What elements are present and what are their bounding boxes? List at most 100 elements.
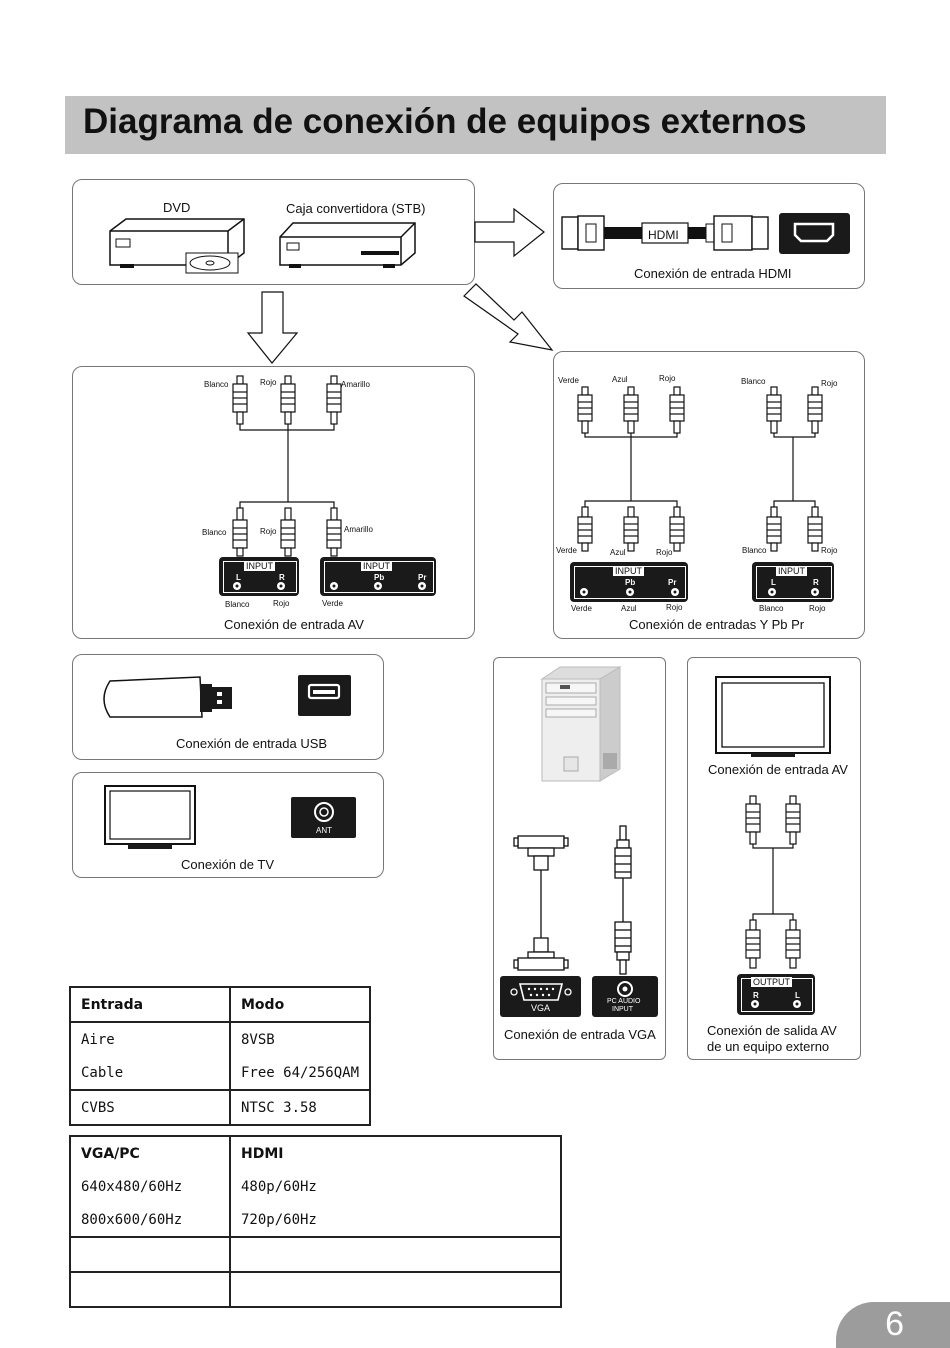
table-row [69, 1236, 562, 1273]
ypbpr-jack-r-label: R [813, 578, 819, 587]
dvd-label: DVD [163, 200, 191, 215]
ypbpr-under-red: Rojo [666, 603, 683, 612]
ypbpr-bottom-label-blue: Azul [610, 548, 626, 557]
stb-label: Caja convertidora (STB) [286, 201, 426, 216]
av-jack-r-label: R [279, 573, 285, 582]
ypbpr-top-label-blue: Azul [612, 375, 628, 384]
ypbpr-cable-diagram [577, 386, 823, 552]
av-under-label-green: Verde [322, 599, 343, 608]
av-under-label-red: Rojo [273, 599, 290, 608]
tv-caption: Conexión de TV [181, 857, 274, 872]
av-bottom-label-white: Blanco [202, 528, 227, 537]
hdmi-caption: Conexión de entrada HDMI [634, 266, 792, 281]
av-jacks-ypbpr-icon [330, 582, 426, 590]
table-cell: 720p/60Hz [229, 1203, 562, 1238]
pc-audio-port-icon [617, 981, 633, 997]
input-mode-table: Entrada Modo Aire 8VSB Cable Free 64/256… [69, 986, 371, 1126]
set-top-box-icon [279, 222, 416, 268]
av-jack-l-label: L [236, 573, 241, 582]
hdmi-port-icon [779, 213, 850, 254]
monitor-icon [715, 676, 831, 757]
usb-port-icon [298, 675, 351, 716]
vga-cable-icon [513, 835, 569, 971]
ypbpr-under-red-r: Rojo [809, 604, 826, 613]
resolution-table: VGA/PC HDMI 640x480/60Hz 480p/60Hz 800x6… [69, 1135, 562, 1308]
usb-stick-icon [103, 676, 232, 718]
table-cell [229, 1271, 562, 1308]
av-input-lr-label: INPUT [244, 561, 275, 571]
vga-port-panel [500, 976, 581, 1017]
vga-caption: Conexión de entrada VGA [504, 1027, 656, 1042]
ant-label: ANT [316, 826, 332, 835]
ypbpr-top-label-red: Rojo [659, 374, 676, 383]
table-cell: 480p/60Hz [229, 1170, 562, 1203]
pc-audio-label-1: PC AUDIO [607, 998, 641, 1005]
table-row: Cable Free 64/256QAM [69, 1056, 371, 1091]
table-cell: Aire [69, 1021, 231, 1056]
table-cell: NTSC 3.58 [229, 1089, 371, 1126]
ypbpr-under-green: Verde [571, 604, 592, 613]
table-row: CVBS NTSC 3.58 [69, 1089, 371, 1126]
ypbpr-under-white: Blanco [759, 604, 784, 613]
table-cell: 640x480/60Hz [69, 1170, 231, 1203]
tv-icon [104, 785, 196, 849]
av-input-pbpr-label: INPUT [361, 561, 392, 571]
ypbpr-jack-pr-label: Pr [668, 578, 677, 587]
avout-top-caption: Conexión de entrada AV [708, 762, 848, 777]
vga-port-icon [510, 983, 572, 1001]
table-row: 640x480/60Hz 480p/60Hz [69, 1170, 562, 1203]
av-top-label-white: Blanco [204, 380, 229, 389]
table-cell [69, 1236, 231, 1273]
av-caption: Conexión de entrada AV [224, 617, 364, 632]
table-cell: CVBS [69, 1089, 231, 1126]
dvd-player-icon [109, 218, 245, 274]
table-header-row: VGA/PC HDMI [69, 1135, 562, 1170]
ypbpr-jacks-icon [580, 588, 679, 596]
antenna-port-icon [291, 797, 356, 838]
avout-caption-1: Conexión de salida AV [707, 1023, 837, 1038]
table-row [69, 1271, 562, 1308]
ypbpr-bottom-label-white: Blanco [742, 546, 767, 555]
table-header-cell: Modo [229, 986, 371, 1023]
ypbpr-bottom-label-green: Verde [556, 546, 577, 555]
av-bottom-label-yellow: Amarillo [344, 525, 373, 534]
table-cell: Free 64/256QAM [229, 1056, 371, 1091]
ypbpr-under-blue: Azul [621, 604, 637, 613]
avout-jacks-icon [751, 1000, 801, 1008]
page-title: Diagrama de conexión de equipos externos [83, 102, 807, 141]
pc-audio-label-2: INPUT [612, 1006, 633, 1013]
ypbpr-jack-pb-label: Pb [625, 578, 636, 587]
table-cell: 8VSB [229, 1021, 371, 1056]
hdmi-cable-label: HDMI [648, 228, 679, 242]
table-header-cell: Entrada [69, 986, 231, 1023]
av-jack-pb-label: Pb [374, 573, 385, 582]
table-row: 800x600/60Hz 720p/60Hz [69, 1203, 562, 1238]
table-cell: Cable [69, 1056, 231, 1091]
table-cell [69, 1271, 231, 1308]
ypbpr-bottom-label-red-r: Rojo [821, 546, 838, 555]
ypbpr-top-label-red-r: Rojo [821, 379, 838, 388]
av-cable-diagram [232, 375, 342, 557]
av-top-label-red: Rojo [260, 378, 277, 387]
vga-port-label: VGA [531, 1003, 551, 1013]
avout-cable-diagram [745, 795, 801, 969]
hdmi-cable-icon [561, 215, 769, 251]
page-number-tab: 6 [836, 1302, 950, 1348]
avout-output-label: OUTPUT [751, 977, 792, 987]
usb-caption: Conexión de entrada USB [176, 736, 328, 751]
table-header-cell: HDMI [229, 1135, 562, 1170]
av-jack-pr-label: Pr [418, 573, 427, 582]
arrow-right-to-hdmi [474, 207, 545, 258]
avout-jack-r-label: R [753, 991, 759, 1000]
table-header-row: Entrada Modo [69, 986, 371, 1023]
audio-cable-icon [614, 825, 632, 975]
ypbpr-input-label: INPUT [613, 566, 644, 576]
av-jacks-lr-icon [233, 582, 285, 590]
pc-tower-icon [540, 666, 622, 782]
title-bar: Diagrama de conexión de equipos externos [65, 96, 886, 154]
arrow-diagonal-to-ypbpr [463, 283, 554, 351]
ypbpr-bottom-label-red: Rojo [656, 548, 673, 557]
av-top-label-yellow: Amarillo [341, 380, 370, 389]
av-under-label-white: Blanco [225, 600, 250, 609]
table-header-cell: VGA/PC [69, 1135, 231, 1170]
